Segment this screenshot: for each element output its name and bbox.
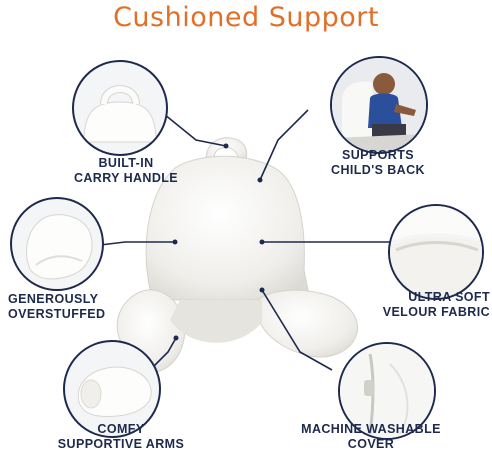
feature-line: ULTRA SOFT [408,290,490,304]
feature-line: CHILD'S BACK [331,163,425,177]
velour-fabric-photo [388,204,484,300]
feature-washable: MACHINE WASHABLE COVER [296,422,446,452]
washable-cover-photo [338,342,436,440]
feature-carry-handle: BUILT-IN CARRY HANDLE [66,156,186,186]
feature-velour: ULTRA SOFT VELOUR FABRIC [368,290,490,320]
feature-line: COMFY [97,422,145,436]
child-using-pillow-photo [330,56,428,154]
feature-line: BUILT-IN [98,156,154,170]
feature-line: VELOUR FABRIC [382,305,490,319]
feature-line: SUPPORTS [342,148,414,162]
feature-line: CARRY HANDLE [73,171,179,185]
reading-pillow [116,137,358,374]
connector-dots [172,143,265,341]
page-title: Cushioned Support [113,2,379,33]
feature-child-back: SUPPORTS CHILD'S BACK [308,148,448,178]
feature-arms: COMFY SUPPORTIVE ARMS [56,422,186,452]
feature-line: OVERSTUFFED [8,307,106,321]
feature-line: COVER [347,437,395,451]
overstuffed-pillow-photo [10,197,104,291]
feature-overstuffed: GENEROUSLY OVERSTUFFED [8,292,128,322]
carry-handle-photo [72,60,168,156]
feature-line: SUPPORTIVE ARMS [57,437,185,451]
feature-line: GENEROUSLY [8,292,99,306]
feature-line: MACHINE WASHABLE [301,422,441,436]
supportive-arm-photo [63,340,161,438]
